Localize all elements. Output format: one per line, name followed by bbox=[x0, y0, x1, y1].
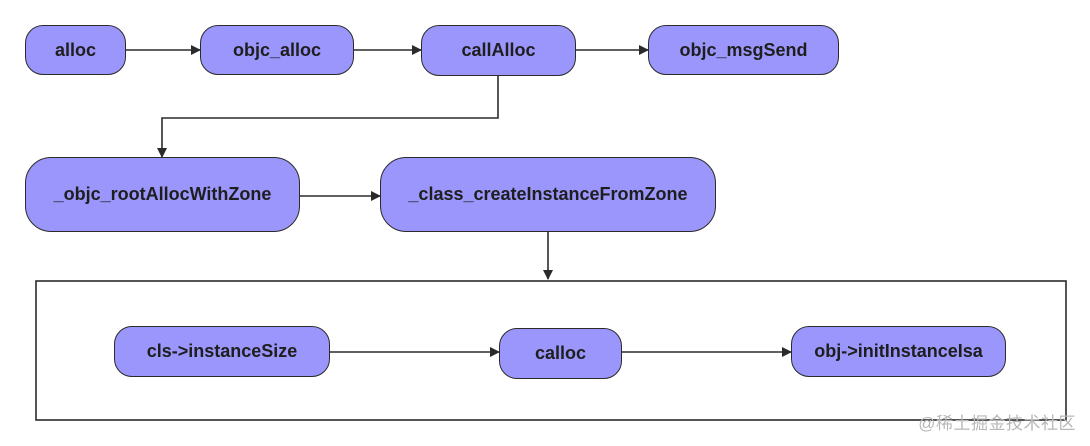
node-objc-msgSend: objc_msgSend bbox=[648, 25, 839, 75]
edge-callAlloc-rootAllocWithZone bbox=[157, 76, 499, 158]
node-alloc: alloc bbox=[25, 25, 126, 75]
node-instanceSize: cls->instanceSize bbox=[114, 326, 330, 377]
node-callAlloc: callAlloc bbox=[421, 25, 576, 76]
node-objc-alloc: objc_alloc bbox=[200, 25, 354, 75]
node-calloc: calloc bbox=[499, 328, 622, 379]
node-rootAllocWithZone: _objc_rootAllocWithZone bbox=[25, 157, 300, 232]
node-createInstanceFromZone: _class_createInstanceFromZone bbox=[380, 157, 716, 232]
watermark-text: @稀土掘金技术社区 bbox=[918, 414, 1076, 433]
calloc-group-container bbox=[35, 280, 1067, 421]
node-initInstanceIsa: obj->initInstanceIsa bbox=[791, 326, 1006, 377]
